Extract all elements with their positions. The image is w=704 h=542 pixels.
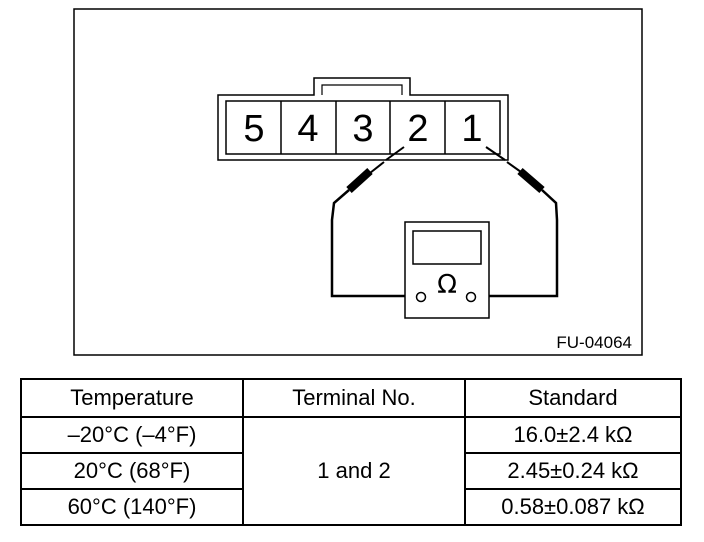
test-lead-left bbox=[330, 189, 416, 298]
terminal-label: 5 bbox=[243, 108, 264, 150]
resistance-spec-table: Temperature Terminal No. Standard –20°C … bbox=[20, 378, 682, 526]
cell-terminal-no: 1 and 2 bbox=[242, 416, 466, 526]
probe-shaft bbox=[506, 161, 522, 173]
cell-temperature: –20°C (–4°F) bbox=[20, 416, 244, 454]
terminal-label: 3 bbox=[352, 108, 373, 150]
terminal-label: 1 bbox=[461, 108, 482, 150]
meter-jack-left bbox=[415, 291, 427, 303]
cell-temperature: 20°C (68°F) bbox=[20, 452, 244, 490]
cell-standard: 2.45±0.24 kΩ bbox=[464, 452, 682, 490]
connector-latch bbox=[321, 84, 403, 95]
meter-display bbox=[412, 230, 482, 265]
probe-right bbox=[476, 146, 559, 298]
figure-code: FU-04064 bbox=[556, 333, 632, 352]
cell-standard: 16.0±2.4 kΩ bbox=[464, 416, 682, 454]
header-temperature: Temperature bbox=[20, 378, 244, 418]
terminal-label: 2 bbox=[407, 108, 428, 150]
connector: 5 4 3 2 1 bbox=[217, 77, 509, 161]
terminal-cavity-row bbox=[225, 100, 501, 155]
test-lead-right bbox=[476, 189, 559, 298]
connector-test-diagram: 5 4 3 2 1 Ω FU-04064 bbox=[73, 8, 643, 356]
table-row: –20°C (–4°F) 1 and 2 16.0±2.4 kΩ bbox=[20, 416, 682, 526]
cell-standard: 0.58±0.087 kΩ bbox=[464, 488, 682, 526]
probe-tip bbox=[485, 146, 506, 161]
ohm-icon: Ω bbox=[437, 270, 457, 300]
header-terminal-no: Terminal No. bbox=[242, 378, 466, 418]
table-row: 60°C (140°F) 0.58±0.087 kΩ bbox=[20, 488, 682, 526]
table-row: 20°C (68°F) 2.45±0.24 kΩ bbox=[20, 452, 682, 490]
ohmmeter: Ω bbox=[404, 221, 490, 319]
table-header-row: Temperature Terminal No. Standard bbox=[20, 378, 682, 418]
cell-temperature: 60°C (140°F) bbox=[20, 488, 244, 526]
probe-tip bbox=[385, 146, 405, 161]
probe-left bbox=[330, 146, 416, 298]
probe-handle bbox=[517, 167, 545, 194]
probe-shaft bbox=[369, 161, 385, 174]
header-standard: Standard bbox=[464, 378, 682, 418]
terminal-label: 4 bbox=[297, 108, 318, 150]
probe-handle bbox=[346, 168, 373, 193]
meter-jack-right bbox=[465, 291, 477, 303]
